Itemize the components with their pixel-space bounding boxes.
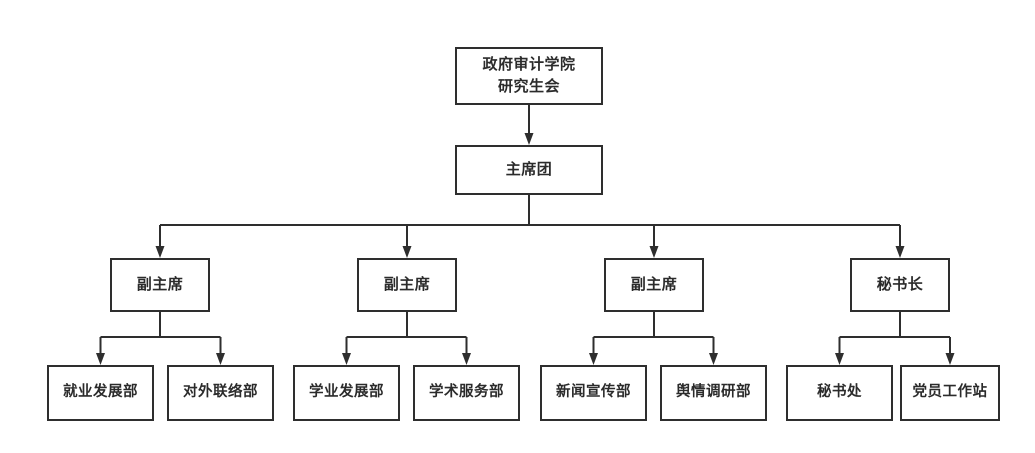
node-department-academic-service-label: 学术服务部 (429, 384, 504, 401)
node-root-label: 政府审计学院 研究生会 (482, 56, 576, 95)
node-department-secretariat[interactable]: 秘书处 (786, 365, 893, 421)
node-department-academic-service[interactable]: 学术服务部 (413, 365, 520, 421)
node-department-employment-development[interactable]: 就业发展部 (47, 365, 154, 421)
node-presidium-label: 主席团 (505, 161, 553, 179)
node-department-external-liaison[interactable]: 对外联络部 (167, 365, 274, 421)
node-vice-chair-3-label: 副主席 (630, 276, 678, 294)
node-department-employment-development-label: 就业发展部 (63, 384, 138, 401)
node-presidium[interactable]: 主席团 (455, 145, 603, 195)
node-department-news-publicity-label: 新闻宣传部 (556, 384, 631, 401)
node-department-secretariat-label: 秘书处 (817, 384, 862, 401)
node-department-party-member-station[interactable]: 党员工作站 (900, 365, 1000, 421)
node-root[interactable]: 政府审计学院 研究生会 (455, 47, 603, 105)
node-department-academic-development-label: 学业发展部 (309, 384, 384, 401)
node-vice-chair-1[interactable]: 副主席 (110, 258, 210, 312)
node-secretary-general[interactable]: 秘书长 (850, 258, 950, 312)
node-department-academic-development[interactable]: 学业发展部 (293, 365, 400, 421)
node-vice-chair-3[interactable]: 副主席 (604, 258, 704, 312)
node-department-opinion-research[interactable]: 舆情调研部 (660, 365, 767, 421)
node-department-opinion-research-label: 舆情调研部 (676, 384, 751, 401)
node-vice-chair-1-label: 副主席 (136, 276, 184, 294)
node-department-news-publicity[interactable]: 新闻宣传部 (540, 365, 647, 421)
node-department-party-member-station-label: 党员工作站 (912, 384, 988, 401)
node-vice-chair-2[interactable]: 副主席 (357, 258, 457, 312)
node-department-external-liaison-label: 对外联络部 (183, 384, 258, 401)
node-vice-chair-2-label: 副主席 (383, 276, 431, 294)
node-secretary-general-label: 秘书长 (876, 276, 924, 294)
